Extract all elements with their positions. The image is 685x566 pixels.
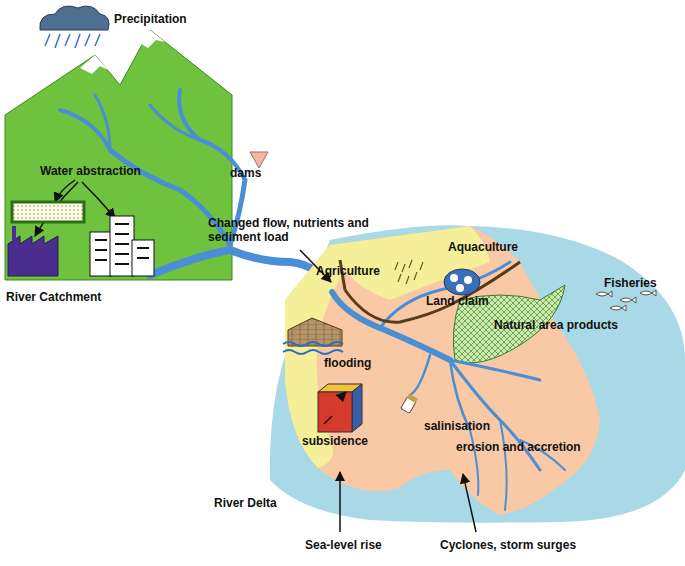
use-label: Agriculture xyxy=(316,264,380,278)
sea xyxy=(270,225,685,522)
hazard-label: erosion and accretion xyxy=(456,440,581,454)
title-label: Precipitation xyxy=(114,12,187,26)
hazard-label: flooding xyxy=(324,356,371,370)
use-label: Natural area products xyxy=(494,318,618,332)
flow-label: Changed flow, nutrients and sediment loa… xyxy=(208,216,398,245)
hazard-label: subsidence xyxy=(302,434,368,448)
use-label: Fisheries xyxy=(604,276,657,290)
catchment-area xyxy=(5,30,232,280)
process-label: Water abstraction xyxy=(40,164,141,178)
driver-label: Sea-level rise xyxy=(305,538,382,552)
hazard-label: salinisation xyxy=(424,419,490,433)
driver-label: Cyclones, storm surges xyxy=(440,538,576,552)
delta-channel xyxy=(332,262,565,510)
dam-label: dams xyxy=(230,166,261,180)
river xyxy=(60,90,332,292)
region-label: River Delta xyxy=(214,496,277,510)
region-label: River Catchment xyxy=(6,290,101,304)
delta-land xyxy=(285,226,600,515)
use-label: Aquaculture xyxy=(448,240,518,254)
use-label: Land claim xyxy=(426,294,489,308)
rain-cloud xyxy=(40,6,109,48)
